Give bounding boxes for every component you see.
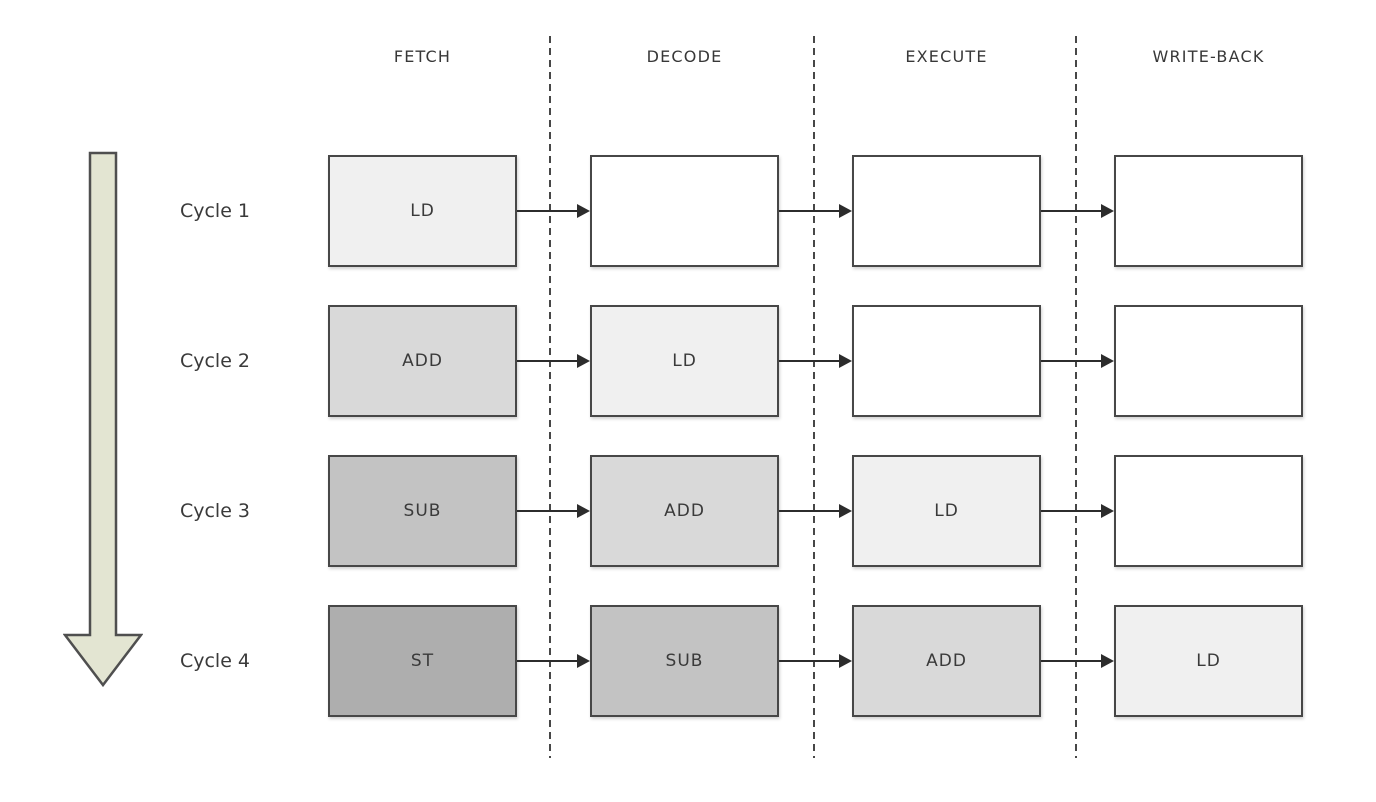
flow-arrow — [1041, 503, 1114, 519]
arrowhead-icon — [577, 354, 590, 368]
row-label-cycle-2: Cycle 2 — [179, 350, 251, 372]
flow-arrow — [1041, 203, 1114, 219]
flow-arrow — [517, 503, 590, 519]
stage-separator — [1075, 36, 1077, 758]
flow-arrow — [1041, 653, 1114, 669]
cell-cycle3-execute: LD — [852, 455, 1041, 567]
cell-cycle1-execute — [852, 155, 1041, 267]
cell-cycle4-writeback: LD — [1114, 605, 1303, 717]
cell-cycle1-writeback — [1114, 155, 1303, 267]
arrowhead-icon — [839, 654, 852, 668]
cell-cycle2-fetch: ADD — [328, 305, 517, 417]
column-header-decode: DECODE — [646, 47, 723, 66]
cell-cycle2-decode: LD — [590, 305, 779, 417]
cell-cycle4-fetch: ST — [328, 605, 517, 717]
flow-arrow — [779, 653, 852, 669]
arrowhead-icon — [1101, 504, 1114, 518]
stage-separator — [813, 36, 815, 758]
arrowhead-icon — [1101, 204, 1114, 218]
row-label-cycle-4: Cycle 4 — [179, 650, 251, 672]
cell-cycle2-execute — [852, 305, 1041, 417]
cell-cycle4-execute: ADD — [852, 605, 1041, 717]
arrowhead-icon — [1101, 354, 1114, 368]
arrowhead-icon — [839, 354, 852, 368]
column-header-execute: EXECUTE — [905, 47, 988, 66]
arrowhead-icon — [839, 204, 852, 218]
row-label-cycle-1: Cycle 1 — [179, 200, 251, 222]
flow-arrow — [517, 353, 590, 369]
time-direction-arrow-icon — [63, 151, 143, 688]
cell-cycle3-writeback — [1114, 455, 1303, 567]
column-header-fetch: FETCH — [393, 47, 452, 66]
cell-cycle3-decode: ADD — [590, 455, 779, 567]
arrowhead-icon — [577, 204, 590, 218]
row-label-cycle-3: Cycle 3 — [179, 500, 251, 522]
flow-arrow — [1041, 353, 1114, 369]
flow-arrow — [517, 653, 590, 669]
arrowhead-icon — [839, 504, 852, 518]
cell-cycle2-writeback — [1114, 305, 1303, 417]
cell-cycle1-fetch: LD — [328, 155, 517, 267]
stage-separator — [549, 36, 551, 758]
cell-cycle3-fetch: SUB — [328, 455, 517, 567]
flow-arrow — [779, 503, 852, 519]
arrowhead-icon — [577, 654, 590, 668]
column-header-writeback: WRITE-BACK — [1152, 47, 1265, 66]
arrowhead-icon — [577, 504, 590, 518]
flow-arrow — [779, 203, 852, 219]
flow-arrow — [517, 203, 590, 219]
time-arrow-shape — [63, 151, 143, 688]
cell-cycle1-decode — [590, 155, 779, 267]
cell-cycle4-decode: SUB — [590, 605, 779, 717]
arrowhead-icon — [1101, 654, 1114, 668]
flow-arrow — [779, 353, 852, 369]
